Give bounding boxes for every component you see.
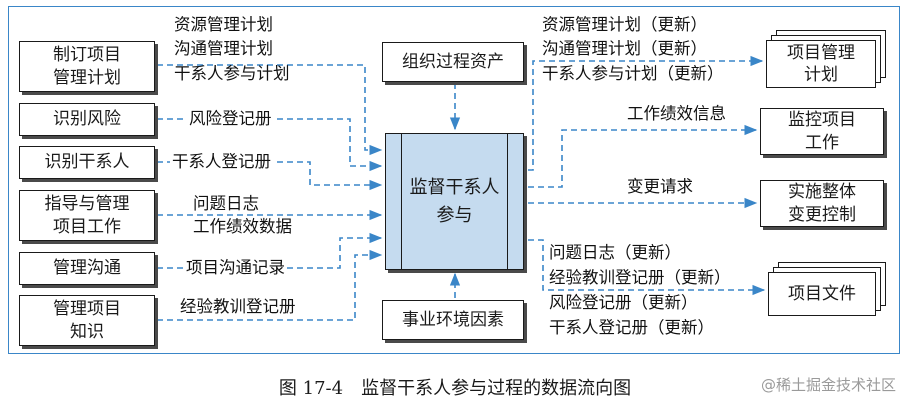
input-label-stakeholder-engagement-plan: 干系人参与计划 <box>174 64 290 83</box>
figure-caption: 图 17-4 监督干系人参与过程的数据流向图 <box>278 378 632 399</box>
input-label-resource-plan: 资源管理计划 <box>174 15 273 34</box>
output-label-resource-plan-update: 资源管理计划（更新） <box>542 15 707 34</box>
box-monitor-stakeholder-engagement: 监督干系人 参与 <box>385 133 524 270</box>
doc-project-documents: 项目文件 <box>768 262 898 324</box>
arrow-knowledge-to-central <box>157 249 383 321</box>
box-organizational-process-assets: 组织过程资产 <box>382 42 524 82</box>
doc-project-management-plan: 项目管理 计划 <box>766 30 896 92</box>
output-label-lessons-learned-update: 经验教训登记册（更新） <box>549 268 731 287</box>
box-identify-stakeholders: 识别干系人 <box>19 146 155 179</box>
box-develop-plan: 制订项目 管理计划 <box>19 41 155 92</box>
diagram-frame <box>8 6 900 354</box>
input-label-lessons-learned: 经验教训登记册 <box>180 297 296 316</box>
arrow-central-to-monitor <box>528 124 758 188</box>
output-label-stakeholder-plan-update: 干系人参与计划（更新） <box>542 64 724 83</box>
input-label-stakeholder-register: 干系人登记册 <box>170 152 273 172</box>
arrow-risk-to-central <box>157 118 383 172</box>
box-manage-knowledge: 管理项目 知识 <box>19 295 155 346</box>
box-monitor-control-work: 监控项目 工作 <box>760 108 884 155</box>
input-label-risk-register: 风险登记册 <box>187 109 274 129</box>
output-label-risk-register-update: 风险登记册（更新） <box>549 293 698 312</box>
input-label-project-communications: 项目沟通记录 <box>184 258 287 278</box>
output-label-work-performance-info: 工作绩效信息 <box>627 104 726 123</box>
box-identify-risks: 识别风险 <box>19 103 155 136</box>
box-enterprise-environmental-factors: 事业环境因素 <box>382 300 524 340</box>
arrow-central-to-docs <box>528 239 766 296</box>
input-label-communications-plan: 沟通管理计划 <box>174 39 273 58</box>
doc-project-documents-label: 项目文件 <box>788 284 856 304</box>
box-direct-manage-work: 指导与管理 项目工作 <box>19 190 155 241</box>
arrow-central-to-plan <box>528 55 764 171</box>
central-process-label: 监督干系人 参与 <box>409 176 500 226</box>
watermark: @稀土掘金技术社区 <box>760 376 896 394</box>
box-integrated-change-control: 实施整体 变更控制 <box>760 180 884 227</box>
output-label-stakeholder-register-update: 干系人登记册（更新） <box>549 318 714 337</box>
box-manage-communications: 管理沟通 <box>19 252 155 285</box>
output-label-change-requests: 变更请求 <box>627 177 693 196</box>
input-label-issue-log: 问题日志 <box>193 194 259 213</box>
output-label-communications-plan-update: 沟通管理计划（更新） <box>542 39 707 58</box>
input-label-work-performance-data: 工作绩效数据 <box>193 217 292 236</box>
output-label-issue-log-update: 问题日志（更新） <box>549 243 681 262</box>
doc-project-management-plan-label: 项目管理 计划 <box>787 43 855 85</box>
arrow-plan-to-central <box>157 64 383 156</box>
arrow-stakeholder-to-central <box>157 161 383 191</box>
